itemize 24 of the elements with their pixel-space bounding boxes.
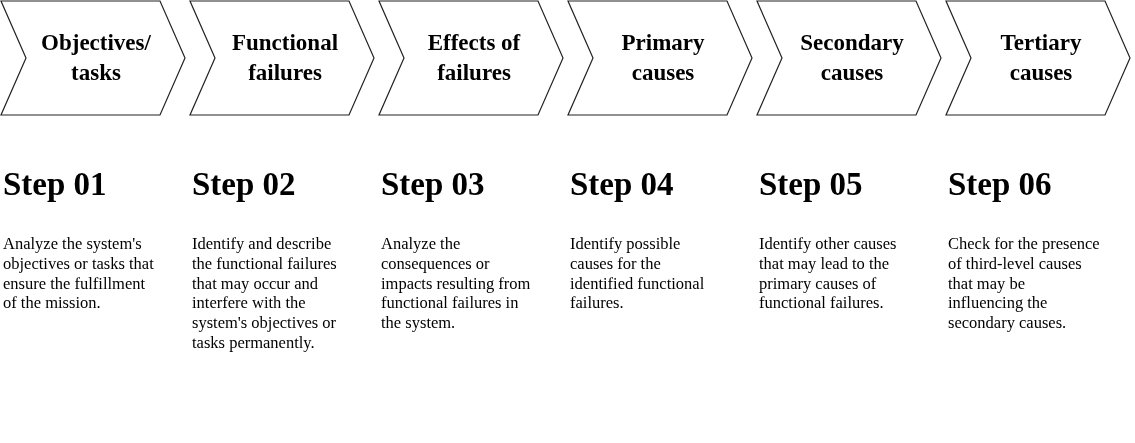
chevron-step bbox=[756, 0, 942, 116]
step-description: Identify and describe the functional failures that may occur and interfere with the system's objectives or tasks permanently. bbox=[192, 234, 338, 353]
step-heading: Step 02 bbox=[192, 166, 296, 203]
step-heading: Step 03 bbox=[381, 166, 485, 203]
chevron-label: Tertiary causes bbox=[999, 29, 1083, 87]
chevron-step bbox=[567, 0, 753, 116]
step-description: Identify other causes that may lead to the primary causes of functional failures. bbox=[759, 234, 898, 314]
chevron-label: Functional failures bbox=[230, 29, 340, 87]
chevron-label: Primary causes bbox=[620, 29, 706, 87]
step-heading: Step 06 bbox=[948, 166, 1052, 203]
chevron-step bbox=[378, 0, 564, 116]
step-description: Analyze the consequences or impacts resulting from functional failures in the system. bbox=[381, 234, 532, 333]
chevron-step bbox=[0, 0, 186, 116]
step-heading: Step 04 bbox=[570, 166, 674, 203]
step-description: Check for the presence of third-level causes that may be influencing the secondary causes. bbox=[948, 234, 1100, 333]
step-description: Analyze the system's objectives or tasks that ensure the fulfillment of the mission. bbox=[3, 234, 155, 314]
step-heading: Step 01 bbox=[3, 166, 107, 203]
chevron-label: Objectives/ tasks bbox=[40, 29, 152, 87]
chevron-step bbox=[189, 0, 375, 116]
chevron-label: Secondary causes bbox=[799, 29, 905, 87]
chevron-step bbox=[945, 0, 1131, 116]
step-description: Identify possible causes for the identified functional failures. bbox=[570, 234, 706, 314]
step-heading: Step 05 bbox=[759, 166, 863, 203]
chevron-label: Effects of failures bbox=[426, 29, 522, 87]
